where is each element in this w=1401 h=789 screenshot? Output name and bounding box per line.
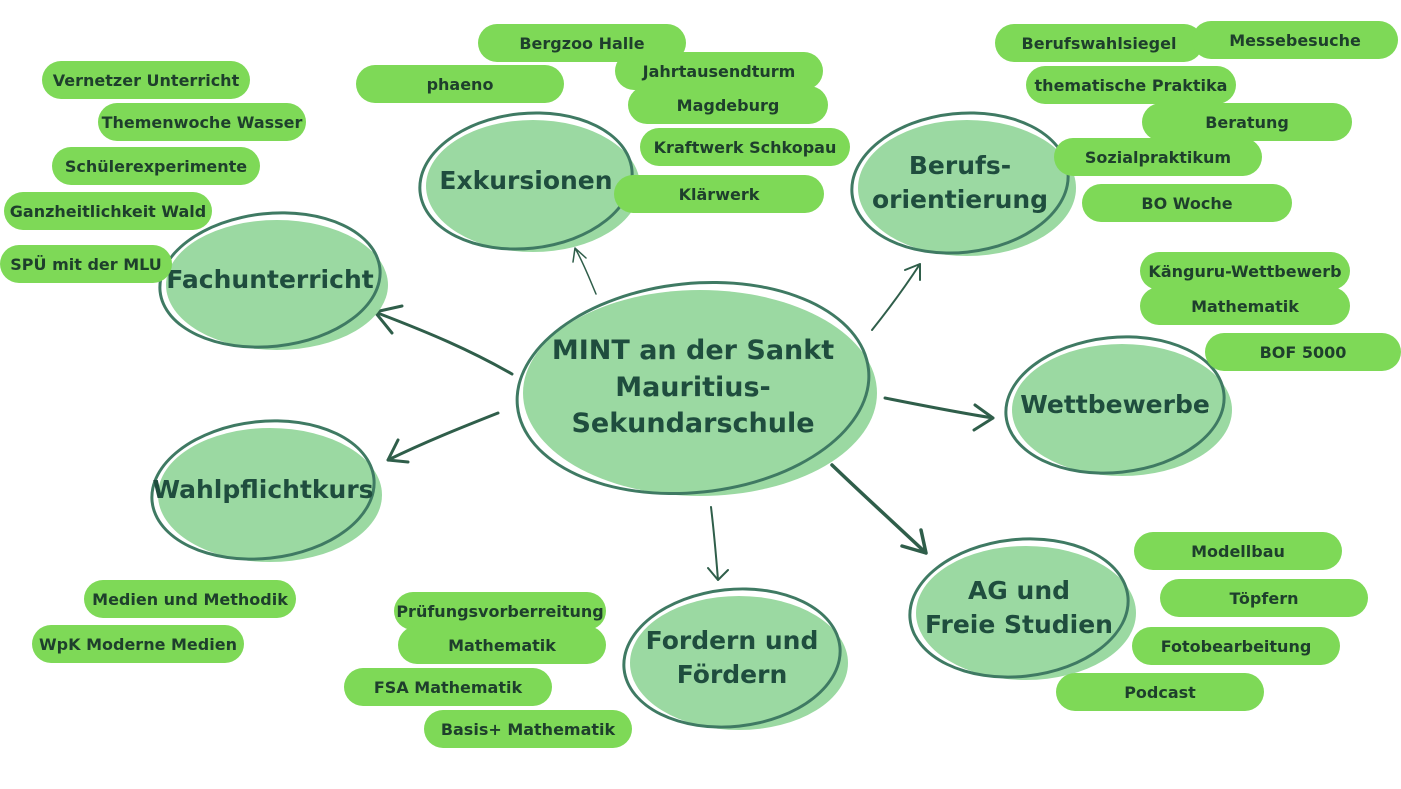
tag-kraftwerk-schkopau: Kraftwerk Schkopau bbox=[640, 128, 850, 166]
tag-magdeburg: Magdeburg bbox=[628, 86, 828, 124]
tag-jahrtausendturm: Jahrtausendturm bbox=[615, 52, 823, 90]
tag-fsa-mathematik: FSA Mathematik bbox=[344, 668, 552, 706]
tag-podcast: Podcast bbox=[1056, 673, 1264, 711]
arrow-to-fachunterricht bbox=[373, 304, 514, 376]
tag-vernetzer-unterricht: Vernetzer Unterricht bbox=[42, 61, 250, 99]
node-wahlpflichtkurs: Wahlpflichtkurs bbox=[143, 408, 383, 572]
tag-mathematik-wettbewerb: Mathematik bbox=[1140, 287, 1350, 325]
tag-messebesuche: Messebesuche bbox=[1192, 21, 1398, 59]
arrow-to-ag bbox=[830, 463, 928, 555]
arrow-to-wettbewerbe bbox=[883, 396, 995, 432]
node-berufsorientierung: Berufs- orientierung bbox=[843, 100, 1077, 266]
node-foerdern-label: Fordern und Fördern bbox=[645, 626, 819, 689]
tag-mathematik-pruefung: Mathematik bbox=[398, 626, 606, 664]
node-fordern-foerdern: Fordern und Fördern bbox=[615, 576, 849, 740]
tag-thematische-praktika: thematische Praktika bbox=[1026, 66, 1236, 104]
tag-modellbau: Modellbau bbox=[1134, 532, 1342, 570]
center-node: MINT an der Sankt Mauritius-Sekundarschu… bbox=[504, 263, 882, 513]
tag-themenwoche-wasser: Themenwoche Wasser bbox=[98, 103, 306, 141]
node-berufsorientierung-label: Berufs- orientierung bbox=[871, 151, 1049, 214]
node-fachunterricht-fill bbox=[166, 220, 388, 350]
node-foerdern-fill bbox=[630, 596, 848, 730]
node-ag-fill bbox=[916, 546, 1136, 680]
node-wettbewerbe-fill bbox=[1012, 344, 1232, 476]
tag-phaeno: phaeno bbox=[356, 65, 564, 103]
tag-klaerwerk: Klärwerk bbox=[614, 175, 824, 213]
arrow-to-foerdern bbox=[707, 506, 729, 581]
node-ag-label: AG und Freie Studien bbox=[925, 576, 1113, 639]
node-wahlpflicht-label: Wahlpflichtkurs bbox=[152, 475, 374, 505]
arrow-to-wahlpflicht bbox=[386, 411, 500, 464]
arrow-to-berufsorientierung bbox=[871, 263, 921, 331]
tag-medien-und-methodik: Medien und Methodik bbox=[84, 580, 296, 618]
tag-beratung: Beratung bbox=[1142, 103, 1352, 141]
tag-spue-mit-der-mlu: SPÜ mit der MLU bbox=[0, 245, 172, 283]
center-node-fill bbox=[523, 290, 877, 496]
tag-schuelerexperimente: Schülerexperimente bbox=[52, 147, 260, 185]
node-berufsorientierung-fill bbox=[858, 120, 1076, 256]
node-fachunterricht-label: Fachunterricht bbox=[166, 265, 374, 295]
tag-sozialpraktikum: Sozialpraktikum bbox=[1054, 138, 1262, 176]
node-wahlpflicht-fill bbox=[158, 428, 382, 562]
tag-bo-woche: BO Woche bbox=[1082, 184, 1292, 222]
tag-toepfern: Töpfern bbox=[1160, 579, 1368, 617]
tag-kaenguru-wettbewerb: Känguru-Wettbewerb bbox=[1140, 252, 1350, 290]
arrow-to-exkursionen bbox=[572, 247, 597, 295]
tag-fotobearbeitung: Fotobearbeitung bbox=[1132, 627, 1340, 665]
node-exkursionen-fill bbox=[426, 120, 640, 252]
node-wettbewerbe: Wettbewerbe bbox=[997, 324, 1233, 486]
center-title: MINT an der Sankt Mauritius-Sekundarschu… bbox=[551, 335, 835, 440]
tag-basis-mathematik: Basis+ Mathematik bbox=[424, 710, 632, 748]
tag-ganzheitlichkeit-wald: Ganzheitlichkeit Wald bbox=[4, 192, 212, 230]
node-exkursionen: Exkursionen bbox=[411, 101, 641, 261]
node-exkursionen-label: Exkursionen bbox=[439, 166, 613, 196]
tag-bof-5000: BOF 5000 bbox=[1205, 333, 1401, 371]
tag-pruefungsvorbereitung: Prüfungsvorberreitung bbox=[394, 592, 606, 630]
node-wettbewerbe-label: Wettbewerbe bbox=[1020, 390, 1210, 420]
node-fachunterricht: Fachunterricht bbox=[151, 200, 389, 360]
node-ag-freie-studien: AG und Freie Studien bbox=[901, 526, 1137, 690]
tag-wpk-moderne-medien: WpK Moderne Medien bbox=[32, 625, 244, 663]
tag-berufswahlsiegel: Berufswahlsiegel bbox=[995, 24, 1203, 62]
